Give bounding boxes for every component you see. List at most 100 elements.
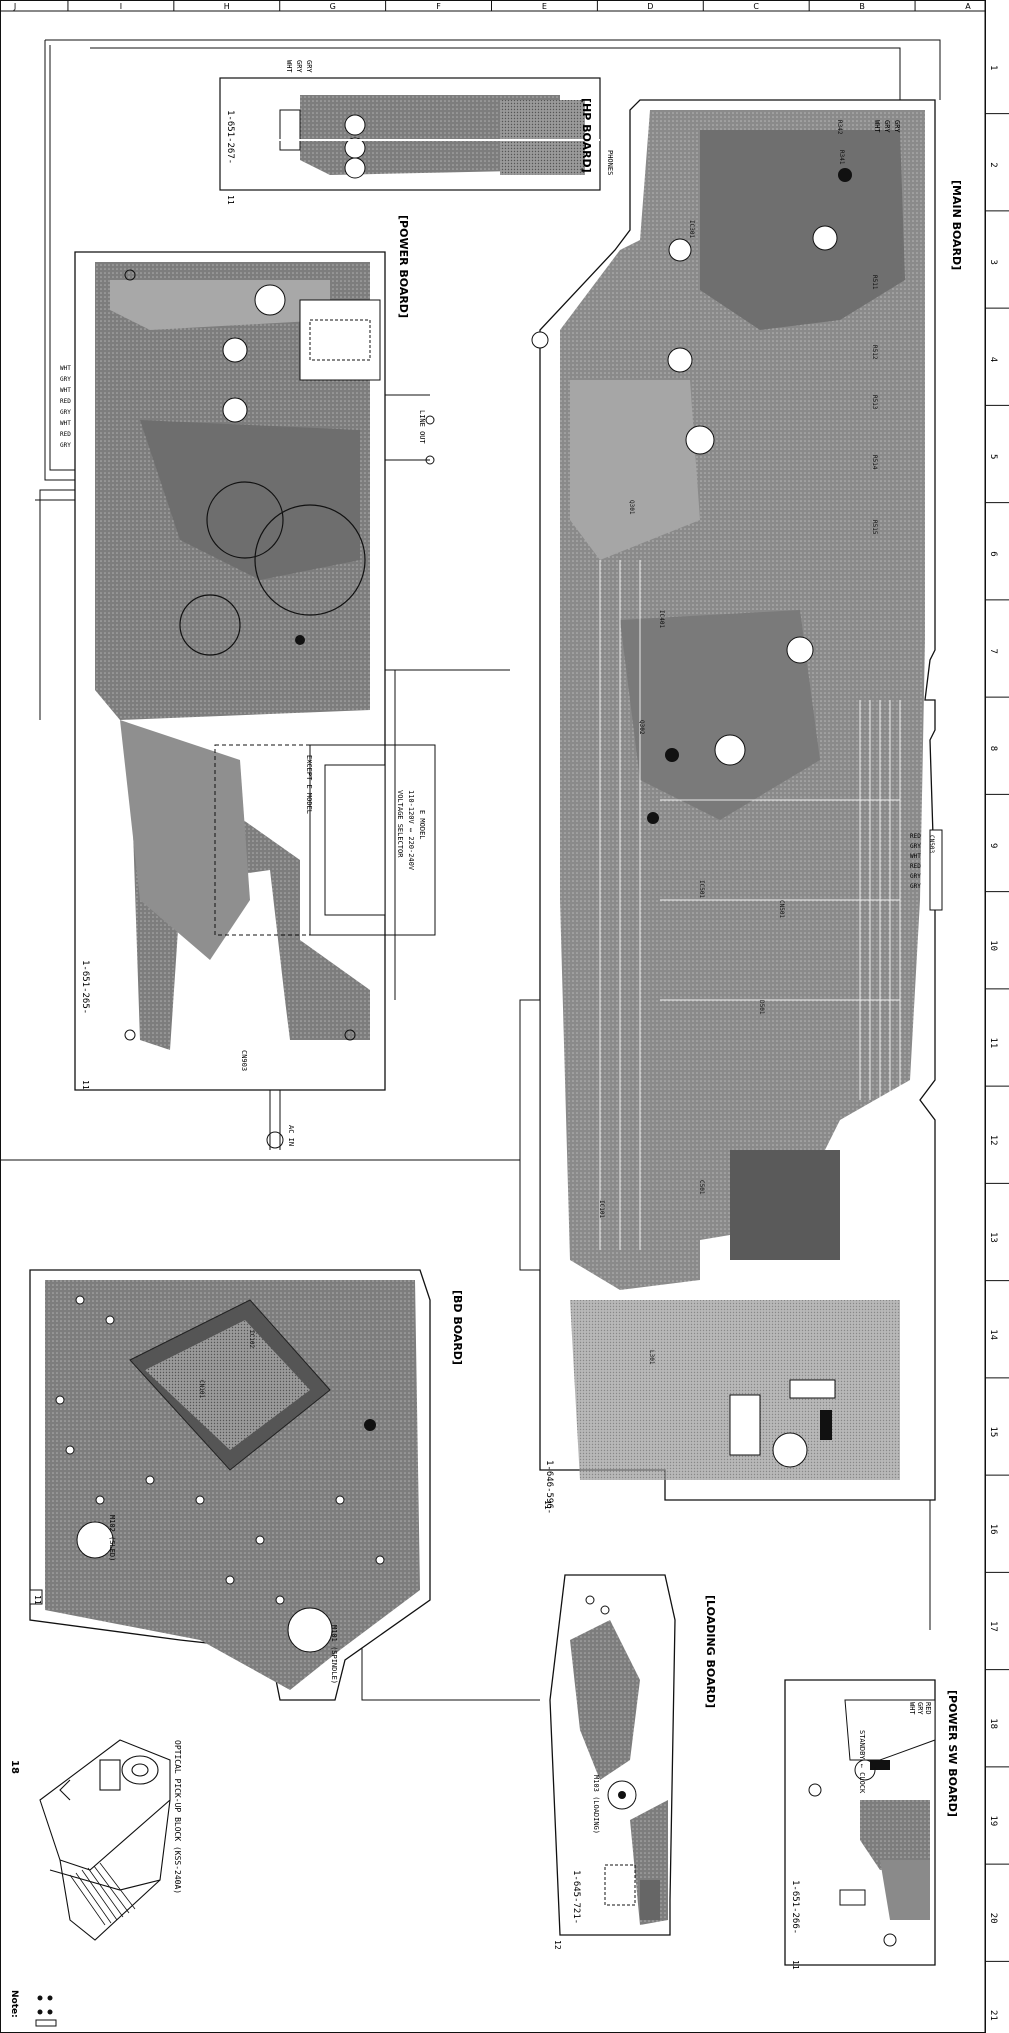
powersw-wire-3: RED <box>924 1702 932 1715</box>
loading-board-part-no: 1-645-721- <box>571 1870 581 1924</box>
component-ref: Q301 <box>628 500 635 515</box>
power-voltage-selector: VOLTAGE SELECTOR <box>396 790 404 858</box>
grid-col-label: 17 <box>988 1621 998 1632</box>
component-ref: R341 <box>838 150 845 165</box>
bd-sled-label: M102 (SLED) <box>108 1515 116 1561</box>
main-wire-label: GRY <box>910 883 921 890</box>
grid-row-label: E <box>542 2 547 11</box>
bd-board-title: [BD BOARD] <box>451 1290 464 1365</box>
power-wire-label: GRY <box>60 409 71 416</box>
component-ref: CN101 <box>198 1380 205 1398</box>
component-ref: CN503 <box>928 835 935 853</box>
component-ref: R512 <box>871 345 878 360</box>
power-wire-label: GRY <box>60 376 71 383</box>
grid-col-label: 4 <box>988 357 998 362</box>
main-board-title: [MAIN BOARD] <box>950 180 963 270</box>
grid-col-label: 3 <box>988 260 998 265</box>
grid-col-label: 15 <box>988 1427 998 1438</box>
component-ref: D501 <box>758 1000 765 1015</box>
main-wire-label: WHT <box>910 853 921 860</box>
grid-col-label: 2 <box>988 162 998 167</box>
powersw-wire-2: GRY <box>916 1702 924 1715</box>
grid-col-label: 6 <box>988 551 998 556</box>
main-board-part-no: 1-646-596- <box>544 1460 554 1514</box>
power-board-tag: 11 <box>81 1080 90 1090</box>
power-wire-label: RED <box>60 431 71 438</box>
power-ac-in: AC IN <box>287 1125 295 1146</box>
component-ref: R514 <box>871 455 878 470</box>
main-wire-2: GRY <box>883 120 891 133</box>
power-board-title: [POWER BOARD] <box>397 215 410 318</box>
grid-col-label: 9 <box>988 843 998 848</box>
grid-row-label: C <box>753 2 759 11</box>
component-ref: IC401 <box>658 610 665 628</box>
grid-row-label: D <box>647 2 653 11</box>
powersw-label: STANDBY ← CLOCK <box>858 1730 866 1794</box>
grid-col-label: 16 <box>988 1524 998 1535</box>
grid-col-label: 13 <box>988 1232 998 1243</box>
grid-col-label: 21 <box>988 2010 998 2021</box>
component-ref: R511 <box>871 275 878 290</box>
main-wire-1: WHT <box>873 120 881 133</box>
grid-col-label: 20 <box>988 1913 998 1924</box>
pickup-label: OPTICAL PICK-UP BLOCK (KSS-240A) <box>173 1740 182 1894</box>
power-wire-label: GRY <box>60 442 71 449</box>
optical-pickup-drawing <box>39 1739 171 1941</box>
main-wire-label: GRY <box>910 873 921 880</box>
hp-board-tag: 11 <box>226 195 235 205</box>
component-ref: CN501 <box>778 900 785 918</box>
main-wire-label: RED <box>910 863 921 870</box>
power-voltage-text: 110-120V ↔ 220-240V <box>407 790 415 871</box>
power-wire-label: RED <box>60 398 71 405</box>
powersw-wire-1: WHT <box>908 1702 916 1715</box>
component-ref: L301 <box>648 1350 655 1365</box>
powersw-board-part-no: 1-651-266- <box>790 1880 800 1934</box>
hp-wire-3: GRY <box>305 60 313 73</box>
component-ref: IC301 <box>688 220 695 238</box>
power-line-out: LINE OUT <box>418 410 426 445</box>
loading-board <box>549 1574 676 1936</box>
power-wire-label: WHT <box>60 365 71 372</box>
bd-spindle-label: M101 (SPINDLE) <box>330 1625 338 1684</box>
grid-col-label: 19 <box>988 1816 998 1827</box>
grid-col-label: 10 <box>988 940 998 951</box>
grid-col-label: 5 <box>988 454 998 459</box>
main-wire-label: GRY <box>910 843 921 850</box>
hp-board <box>219 77 601 191</box>
powersw-board-tag: 11 <box>791 1960 800 1970</box>
component-ref: R513 <box>871 395 878 410</box>
note-title: Note: <box>9 1990 19 2018</box>
component-ref: IC501 <box>698 880 705 898</box>
grid-row-label: I <box>120 2 122 11</box>
grid-row-label: J <box>13 2 16 11</box>
power-board-part-no: 1-651-265- <box>80 960 90 1014</box>
grid-row-label: F <box>436 2 441 11</box>
bd-board <box>29 1269 431 1701</box>
power-sw-board <box>784 1679 936 1966</box>
grid-col-label: 8 <box>988 746 998 751</box>
component-ref: R515 <box>871 520 878 535</box>
component-ref: IC102 <box>248 1330 255 1348</box>
component-ref: C501 <box>698 1180 705 1195</box>
hp-board-title: [HP BOARD] <box>580 98 593 173</box>
power-except-note: EXCEPT E MODEL <box>305 755 313 814</box>
power-cn903: CN903 <box>240 1050 248 1071</box>
powersw-board-title: [POWER SW BOARD] <box>946 1690 959 1817</box>
main-board-tag: 11 <box>543 1500 552 1510</box>
grid-col-label: 11 <box>988 1038 998 1049</box>
grid-row-label: A <box>965 2 971 11</box>
bd-board-tag: 11 <box>33 1595 42 1605</box>
grid-col-label: 1 <box>988 65 998 70</box>
power-wire-label: WHT <box>60 387 71 394</box>
hp-wire-2: GRY <box>295 60 303 73</box>
page-number: 18 <box>9 1760 20 1774</box>
loading-board-tag: 12 <box>553 1940 562 1950</box>
component-ref: R342 <box>836 120 843 135</box>
note-legend <box>35 1995 57 2027</box>
